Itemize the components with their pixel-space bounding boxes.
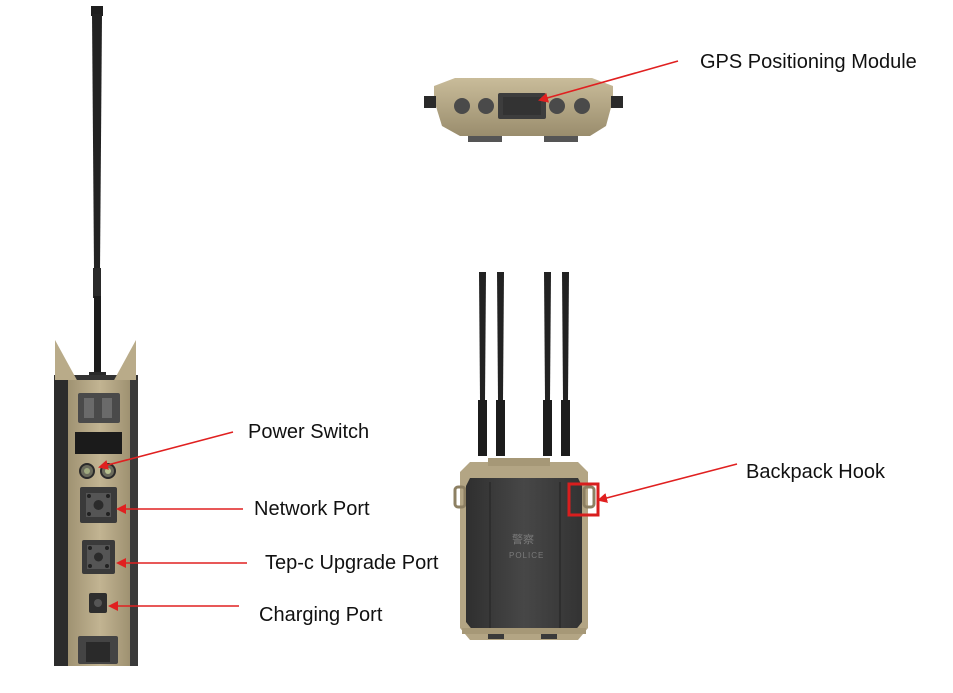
backpack-hook-arrow [597, 463, 738, 503]
power-switch-arrow [98, 431, 234, 470]
device-front-view [453, 272, 600, 640]
front-dark-body [466, 478, 582, 632]
charging-port[interactable] [89, 593, 107, 613]
gps-arrow [538, 60, 679, 103]
device-top-view [424, 78, 623, 142]
charging-port-label: Charging Port [259, 604, 383, 626]
typec-upgrade-port[interactable] [82, 540, 115, 574]
front-antennas [478, 272, 570, 456]
left-hook [453, 485, 467, 509]
side-wing-right [113, 340, 136, 392]
side-wing-left [55, 340, 78, 392]
gps-module-label: GPS Positioning Module [700, 51, 917, 73]
callout-arrows [98, 60, 738, 611]
network-port[interactable] [80, 487, 117, 523]
side-window [75, 432, 122, 454]
typec-port-label: Tep-c Upgrade Port [265, 552, 439, 574]
power-switch-label: Power Switch [248, 421, 370, 443]
backpack-hook [582, 485, 596, 509]
network-port-label: Network Port [254, 498, 370, 520]
top-knob [454, 98, 470, 114]
police-chinese-marking: 警察 [512, 534, 534, 546]
police-english-marking: POLICE [509, 551, 545, 560]
device-side-view [54, 6, 138, 666]
backpack-hook-label: Backpack Hook [746, 461, 885, 483]
side-antenna [89, 6, 106, 390]
